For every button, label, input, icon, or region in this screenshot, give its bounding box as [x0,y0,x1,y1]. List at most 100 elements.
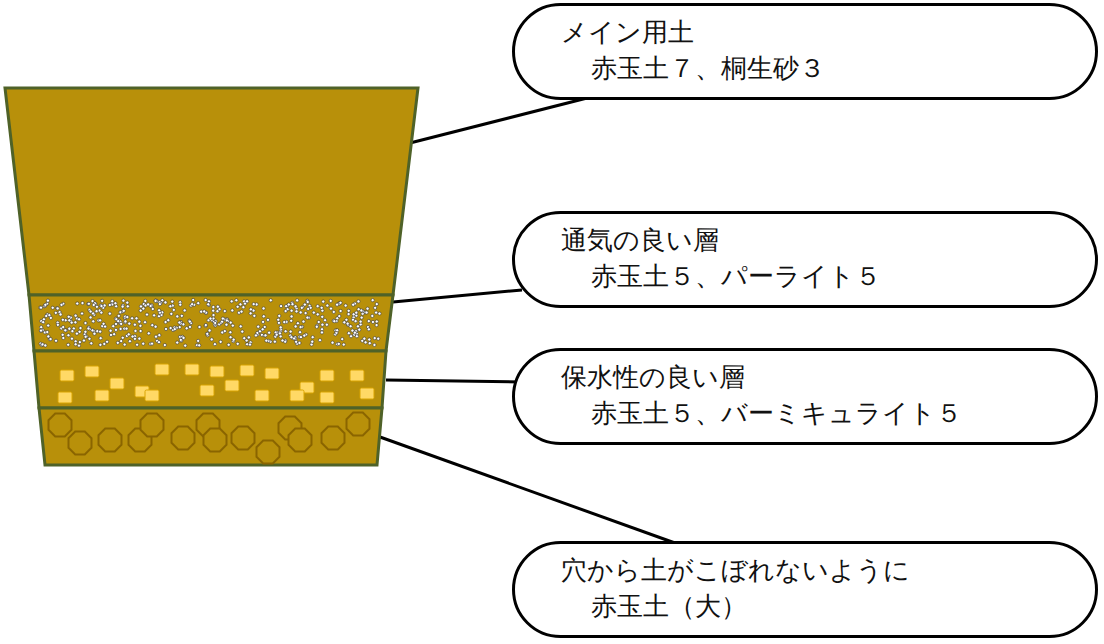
perlite-grain [147,332,150,335]
perlite-grain [375,303,378,306]
perlite-grain [374,311,377,314]
perlite-grain [39,306,42,309]
perlite-grain [134,329,137,332]
vermiculite-flake [200,385,214,396]
perlite-grain [169,305,172,308]
perlite-grain [126,316,129,319]
perlite-grain [198,344,201,347]
perlite-grain [354,320,357,323]
perlite-grain [268,331,271,334]
vermiculite-flake [185,364,199,375]
perlite-grain [188,325,191,328]
perlite-grain [231,324,234,327]
perlite-grain [51,306,54,309]
perlite-grain [283,320,286,323]
perlite-grain [80,312,83,315]
perlite-grain [62,325,65,328]
perlite-grain [229,331,232,334]
callout-box: 穴から土がこぼれないように赤玉土（大） [512,541,1098,638]
perlite-grain [188,320,191,323]
perlite-grain [40,326,43,329]
vermiculite-flake [320,392,334,403]
perlite-grain [67,315,70,318]
perlite-grain [95,310,98,313]
perlite-grain [81,301,84,304]
perlite-grain [121,305,124,308]
perlite-grain [130,317,133,320]
perlite-grain [247,336,250,339]
perlite-grain [303,334,306,337]
perlite-grain [121,336,124,339]
perlite-grain [109,329,112,332]
perlite-grain [239,303,242,306]
perlite-grain [269,299,272,302]
perlite-grain [236,342,239,345]
perlite-grain [183,309,186,312]
perlite-grain [342,343,345,346]
perlite-grain [265,339,268,342]
perlite-grain [375,323,378,326]
perlite-grain [74,314,77,317]
perlite-grain [235,299,238,302]
perlite-grain [353,331,356,334]
vermiculite-flake [155,364,169,375]
perlite-grain [54,311,57,314]
perlite-grain [245,300,248,303]
perlite-grain [356,325,359,328]
perlite-grain [349,335,352,338]
perlite-grain [240,310,243,313]
perlite-grain [176,315,179,318]
perlite-grain [203,310,206,313]
perlite-grain [157,309,160,312]
perlite-grain [242,306,245,309]
perlite-grain [100,304,103,307]
perlite-grain [239,325,242,328]
perlite-grain [207,303,210,306]
perlite-grain [179,303,182,306]
perlite-grain [198,325,201,328]
vermiculite-flake [110,378,124,389]
perlite-grain [261,320,264,323]
vermiculite-flake [58,392,72,403]
perlite-grain [321,315,324,318]
perlite-grain [42,321,45,324]
perlite-grain [346,322,349,325]
perlite-grain [298,341,301,344]
perlite-grain [128,322,131,325]
perlite-grain [367,328,370,331]
perlite-grain [333,320,336,323]
perlite-grain [232,338,235,341]
perlite-grain [204,323,207,326]
perlite-grain [127,333,130,336]
perlite-grain [341,338,344,341]
perlite-grain [278,314,281,317]
perlite-grain [176,341,179,344]
perlite-grain [123,343,126,346]
perlite-grain [366,307,369,310]
perlite-grain [355,335,358,338]
perlite-grain [273,340,276,343]
perlite-grain [122,299,125,302]
perlite-grain [158,303,161,306]
perlite-grain [231,309,234,312]
perlite-grain [100,311,103,314]
vermiculite-flake [350,370,364,381]
perlite-grain [70,321,73,324]
perlite-grain [164,327,167,330]
perlite-grain [266,318,269,321]
perlite-grain [349,325,352,328]
leader-line [380,437,675,543]
perlite-grain [61,318,64,321]
perlite-grain [39,329,42,332]
perlite-grain [112,325,115,328]
akadama-grain [99,429,122,452]
perlite-grain [320,328,323,331]
perlite-grain [347,312,350,315]
perlite-grain [230,300,233,303]
perlite-layer [29,295,393,351]
perlite-grain [46,330,49,333]
perlite-grain [84,335,87,338]
perlite-grain [277,321,280,324]
perlite-grain [332,319,335,322]
perlite-grain [219,340,222,343]
